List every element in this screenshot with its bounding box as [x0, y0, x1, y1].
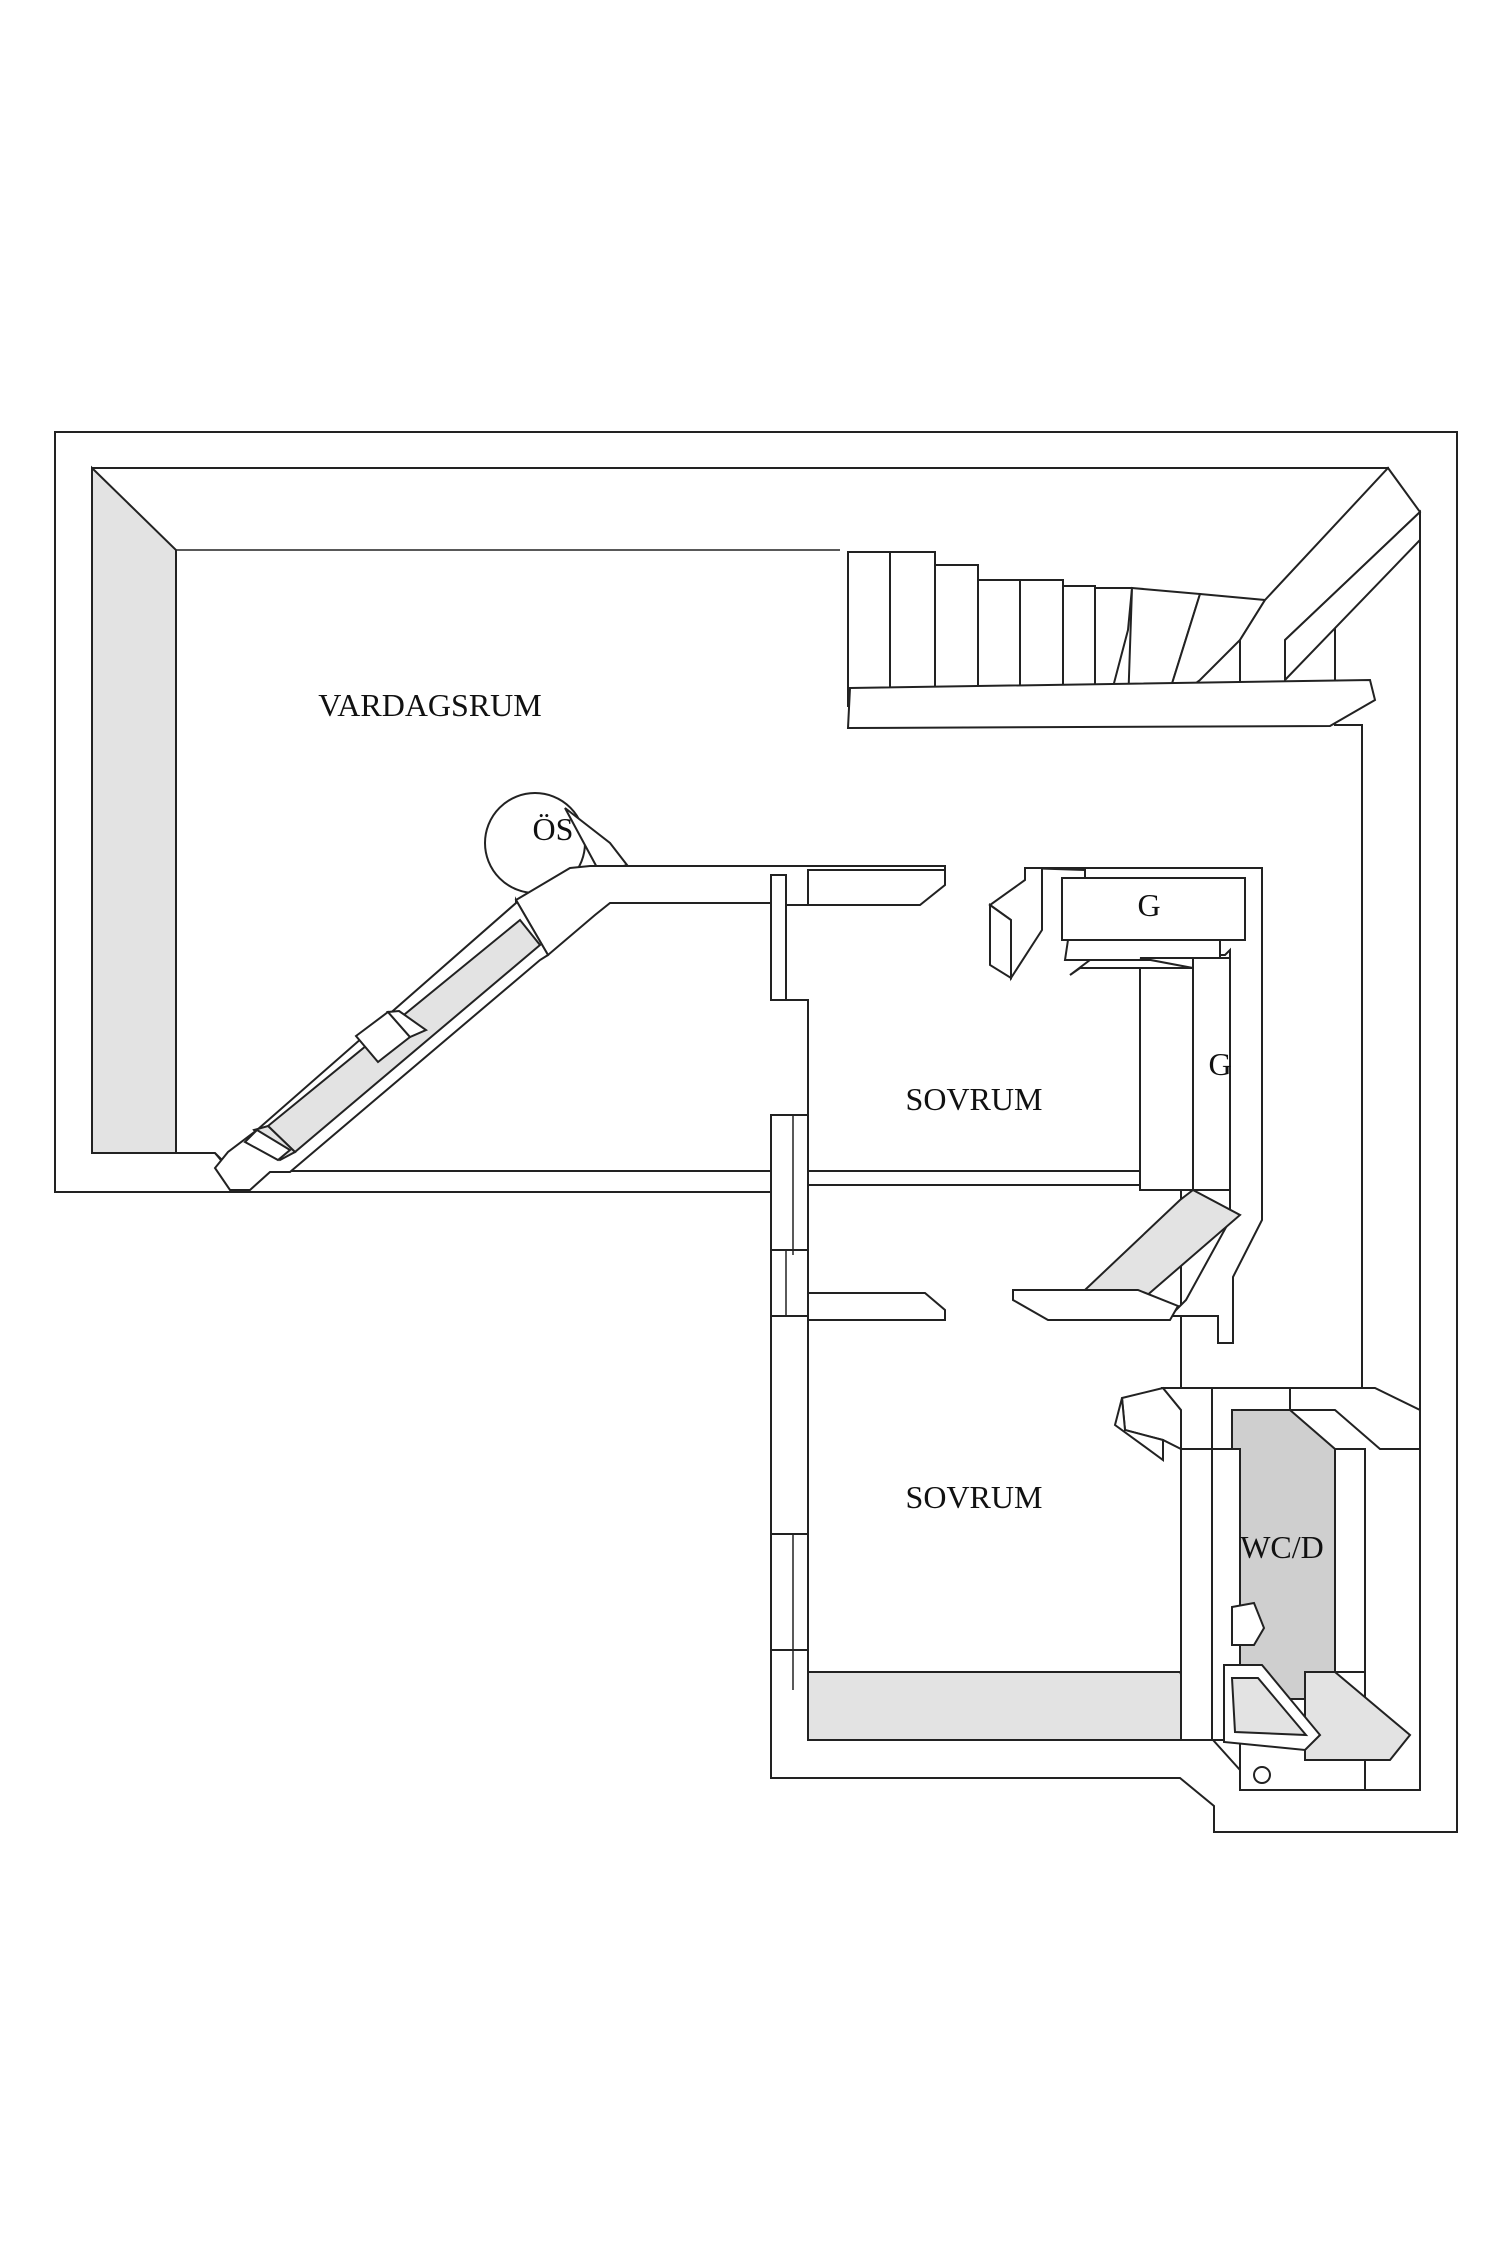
living-room-label: VARDAGSRUM	[318, 687, 541, 723]
bedroom-2-label: SOVRUM	[906, 1479, 1043, 1515]
wardrobe-2-label: G	[1208, 1046, 1231, 1082]
bedroom-west-wall	[770, 874, 809, 1690]
fireplace-label: ÖS	[533, 811, 574, 847]
bedroom-2-walls	[807, 1386, 1213, 1741]
wc-label: WC/D	[1240, 1529, 1324, 1565]
wc-room	[1211, 1387, 1421, 1791]
staircase	[846, 466, 1422, 730]
left-wall-shade	[91, 465, 177, 1154]
bedroom-1-label: SOVRUM	[906, 1081, 1043, 1117]
fireplace	[484, 792, 629, 894]
bedroom-1-walls	[807, 867, 1263, 1344]
wardrobe-1-label: G	[1137, 887, 1160, 923]
